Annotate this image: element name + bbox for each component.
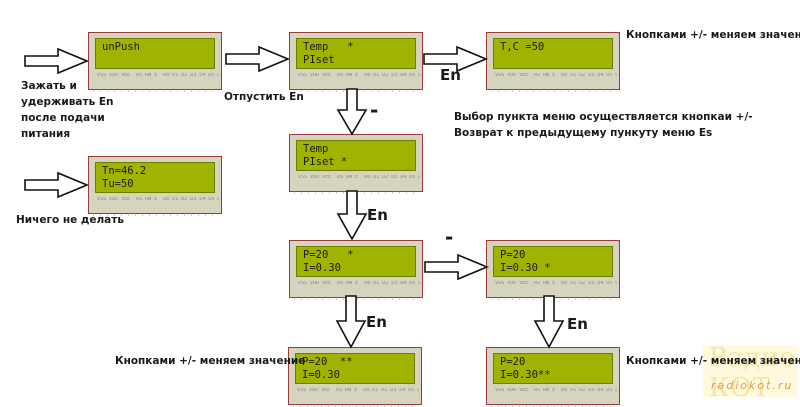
lcd-line-1: P=20 [500, 356, 526, 368]
lcd-line-2: I=0.30 * [500, 262, 551, 274]
lcd-screen: P=20 * I=0.30 [296, 246, 416, 277]
lcd-line-2: I=0.30 [302, 369, 340, 381]
arrow-label-en: En [367, 206, 388, 224]
lcd-pins [93, 89, 217, 92]
change-value-note: Кнопками +/- меняем значение [626, 355, 800, 367]
lcd-unpush: unPush VSS VDD VEE RS RW E D0 D1 D2 D3 D… [88, 32, 222, 92]
lcd-line-1: P=20 * [303, 249, 354, 261]
lcd-line-2: PIset [303, 54, 335, 66]
lcd-pin-labels: VSS VDD VEE RS RW E D0 D1 D2 D3 D4 D5 D6… [495, 281, 617, 286]
lcd-pin-labels: VSS VDD VEE RS RW E D0 D1 D2 D3 D4 D5 D6… [297, 388, 419, 393]
lcd-screen: P=20 I=0.30 * [493, 246, 613, 277]
arrow-down-icon [335, 295, 367, 349]
lcd-pi-menu-p: P=20 * I=0.30 VSS VDD VEE RS RW E D0 D1 … [289, 240, 423, 300]
menu-hint-line-1: Выбор пункта меню осуществляется кнопкаи… [454, 111, 753, 123]
note-line: питания [21, 128, 71, 140]
lcd-screen: unPush [95, 38, 215, 69]
change-value-note: Кнопками +/- меняем значение [626, 29, 800, 41]
lcd-pin-labels: VSS VDD VEE RS RW E D0 D1 D2 D3 D4 D5 D6… [298, 73, 420, 78]
lcd-screen: Temp * PIset [296, 38, 416, 69]
lcd-screen: T,C =50 [493, 38, 613, 69]
arrow-right-icon [24, 171, 90, 199]
lcd-run: Tn=46.2 Tu=50 VSS VDD VEE RS RW E D0 D1 … [88, 156, 222, 216]
lcd-pin-labels: VSS VDD VEE RS RW E D0 D1 D2 D3 D4 D5 D6… [97, 73, 219, 78]
watermark-title: Радио КОТ [709, 343, 796, 403]
lcd-pi-edit-p: P=20 ** I=0.30 VSS VDD VEE RS RW E D0 D1… [288, 347, 422, 407]
lcd-line-1: Temp * [303, 41, 354, 53]
lcd-screen: Temp PIset * [296, 140, 416, 171]
lcd-screen: Tn=46.2 Tu=50 [95, 162, 215, 193]
lcd-temp-menu-1: Temp * PIset VSS VDD VEE RS RW E D0 D1 D… [289, 32, 423, 92]
watermark-url: radiokot.ru [711, 379, 794, 392]
arrow-down-icon [336, 190, 368, 241]
watermark: Радио КОТ radiokot.ru [703, 343, 798, 403]
hold-en-note: Зажать и удерживать En после подачи пита… [21, 78, 114, 142]
lcd-pin-labels: VSS VDD VEE RS RW E D0 D1 D2 D3 D4 D5 D6… [298, 175, 420, 180]
lcd-pins [293, 404, 417, 407]
lcd-pin-labels: VSS VDD VEE RS RW E D0 D1 D2 D3 D4 D5 D6… [495, 388, 617, 393]
lcd-line-2: I=0.30** [500, 369, 551, 381]
lcd-screen: P=20 ** I=0.30 [295, 353, 415, 384]
lcd-pin-labels: VSS VDD VEE RS RW E D0 D1 D2 D3 D4 D5 D6… [298, 281, 420, 286]
arrow-right-icon [225, 45, 291, 73]
lcd-pins [491, 89, 615, 92]
lcd-line-1: P=20 ** [302, 356, 353, 368]
change-value-note: Кнопками +/- меняем значение [115, 355, 306, 367]
lcd-pin-labels: VSS VDD VEE RS RW E D0 D1 D2 D3 D4 D5 D6… [495, 73, 617, 78]
lcd-line-2: Tu=50 [102, 178, 134, 190]
lcd-line-1: Temp [303, 143, 329, 155]
lcd-line-2: PIset * [303, 156, 348, 168]
do-nothing-note: Ничего не делать [16, 214, 124, 226]
lcd-screen: P=20 I=0.30** [493, 353, 613, 384]
lcd-line-1: Tn=46.2 [102, 165, 147, 177]
arrow-label-en: En [366, 313, 387, 331]
arrow-down-icon [336, 88, 368, 136]
arrow-label-en: En [567, 315, 588, 333]
lcd-line-1: P=20 [500, 249, 526, 261]
arrow-label-minus: - [370, 98, 379, 122]
arrow-right-icon [24, 47, 90, 75]
arrow-down-icon [533, 295, 565, 349]
arrow-label-en: En [440, 66, 461, 84]
lcd-temp-set: T,C =50 VSS VDD VEE RS RW E D0 D1 D2 D3 … [486, 32, 620, 92]
lcd-temp-menu-2: Temp PIset * VSS VDD VEE RS RW E D0 D1 D… [289, 134, 423, 194]
menu-hint-line-2: Возврат к предыдущему пункуту меню Es [454, 127, 713, 139]
lcd-pins [491, 404, 615, 407]
note-line: удерживать En [21, 96, 114, 108]
lcd-line-1: T,C =50 [500, 41, 545, 53]
release-en-note: Отпустить En [224, 91, 304, 103]
lcd-pin-labels: VSS VDD VEE RS RW E D0 D1 D2 D3 D4 D5 D6… [97, 197, 219, 202]
arrow-label-minus: - [445, 225, 454, 249]
lcd-pi-menu-i: P=20 I=0.30 * VSS VDD VEE RS RW E D0 D1 … [486, 240, 620, 300]
lcd-line-2: I=0.30 [303, 262, 341, 274]
arrow-right-icon [423, 45, 489, 73]
lcd-pins [93, 213, 217, 216]
lcd-line-1: unPush [102, 41, 140, 53]
note-line: Зажать и [21, 80, 77, 92]
note-line: после подачи [21, 112, 105, 124]
lcd-pi-edit-i: P=20 I=0.30** VSS VDD VEE RS RW E D0 D1 … [486, 347, 620, 407]
arrow-right-icon [424, 253, 490, 281]
